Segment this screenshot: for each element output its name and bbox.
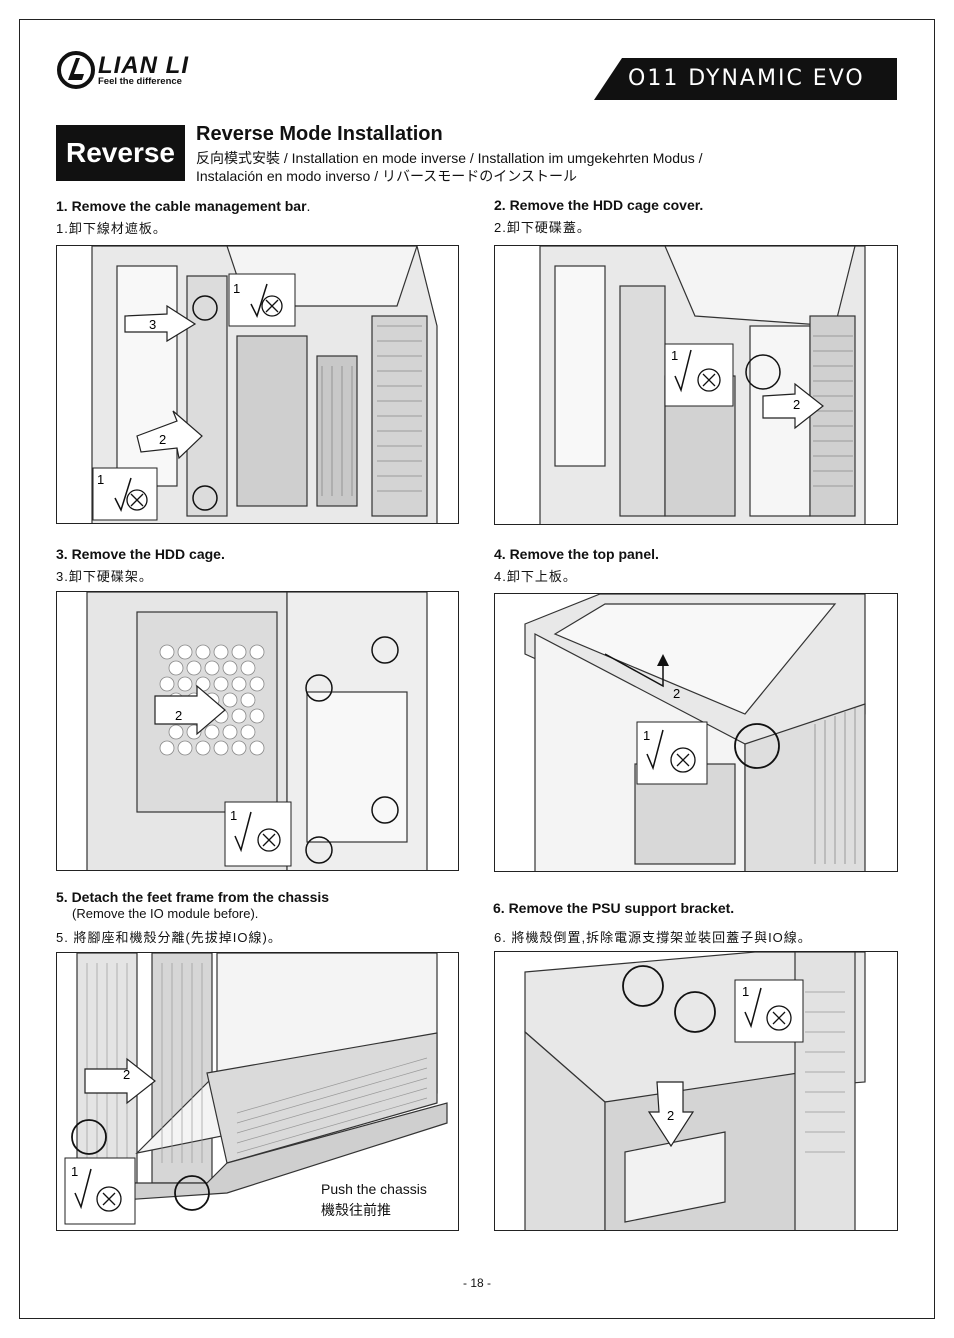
push-chassis-caption-en: Push the chassis <box>321 1181 427 1197</box>
callout-label: 1 <box>233 281 240 296</box>
callout-label: 2 <box>175 708 182 723</box>
step-3-cn: 3.卸下硬碟架。 <box>56 569 153 584</box>
step-6-illustration: 1 2 <box>494 951 898 1231</box>
push-chassis-caption-cn: 機殼往前推 <box>321 1202 391 1218</box>
page-frame <box>19 19 935 1319</box>
callout-label: 1 <box>671 348 678 363</box>
step-2-cn: 2.卸下硬碟蓋。 <box>494 220 591 235</box>
callout-label: 1 <box>71 1164 78 1179</box>
callout-label: 2 <box>159 432 166 447</box>
step-1-illustration: 1 3 2 1 <box>56 245 459 524</box>
callout-label: 1 <box>643 728 650 743</box>
step-5-subtitle: (Remove the IO module before). <box>72 906 259 921</box>
reverse-badge: Reverse <box>56 125 185 181</box>
callout-label: 2 <box>123 1067 130 1082</box>
step-5-cn: 5. 將腳座和機殼分離(先拔掉IO線)。 <box>56 930 282 945</box>
section-subtitle-2: Instalación en modo inverso / リバースモードのイン… <box>196 168 578 184</box>
step-6-title: 6. Remove the PSU support bracket. <box>493 900 735 916</box>
step-1-title: 1. Remove the cable management bar. <box>56 198 311 214</box>
step-4-title: 4. Remove the top panel. <box>494 546 659 562</box>
step-5-illustration: 2 1 Push the chassis 機殼往前推 <box>56 952 459 1231</box>
lianli-logo-icon <box>57 51 95 89</box>
callout-label: 1 <box>742 984 749 999</box>
step-4-cn: 4.卸下上板。 <box>494 569 577 584</box>
step-1-cn: 1.卸下線材遮板。 <box>56 221 167 236</box>
step-2-illustration: 1 2 <box>494 245 898 525</box>
page-number: - 18 - <box>462 1276 491 1290</box>
step-5-title: 5. Detach the feet frame from the chassi… <box>56 889 330 905</box>
callout-label: 2 <box>673 686 680 701</box>
step-3-title: 3. Remove the HDD cage. <box>56 546 225 562</box>
step-4-illustration: 2 1 <box>494 593 898 872</box>
brand-name: LIAN LI <box>98 52 189 79</box>
step-2-title: 2. Remove the HDD cage cover. <box>494 197 704 213</box>
brand-tagline: Feel the difference <box>98 76 182 87</box>
callout-label: 2 <box>667 1108 674 1123</box>
section-title: Reverse Mode Installation <box>196 123 443 145</box>
screwdriver-callout-icon <box>228 273 296 327</box>
callout-label: 3 <box>149 317 156 332</box>
model-name: O11 DYNAMIC EVO <box>628 66 865 91</box>
model-banner <box>594 58 897 100</box>
step-6-cn: 6. 將機殼倒置,拆除電源支撐架並裝回蓋子與IO線。 <box>494 930 812 945</box>
step-3-illustration: 2 1 <box>56 591 459 871</box>
callout-label: 2 <box>793 397 800 412</box>
callout-label: 1 <box>230 808 237 823</box>
callout-label: 1 <box>97 472 104 487</box>
section-subtitle-1: 反向模式安裝 / Installation en mode inverse / … <box>196 150 703 166</box>
